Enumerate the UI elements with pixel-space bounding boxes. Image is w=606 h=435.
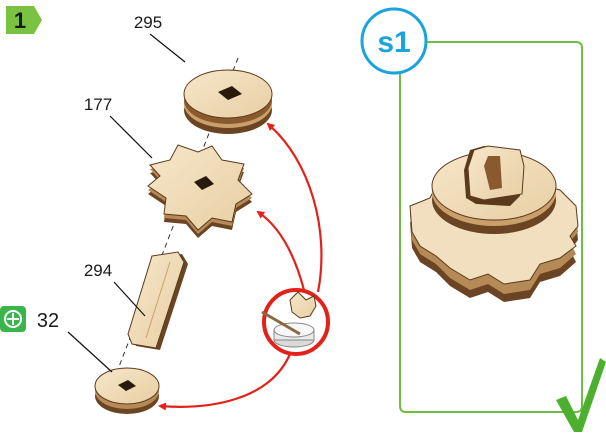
part-32 <box>94 367 160 414</box>
s1-badge: s1 <box>360 7 428 75</box>
leader-32 <box>67 331 113 373</box>
part-label-32: 32 <box>37 310 59 332</box>
part-label-294: 294 <box>84 261 112 280</box>
result-label: s1 <box>377 26 410 59</box>
assembled-part <box>409 145 579 302</box>
leader-294 <box>113 281 146 317</box>
plus-circle-icon <box>0 306 26 332</box>
part-294 <box>127 251 188 350</box>
glue-arrow-177 <box>256 210 306 291</box>
leader-295 <box>149 33 186 63</box>
check-mark-icon <box>556 358 606 432</box>
glue-arrow-295 <box>266 122 323 293</box>
part-label-177: 177 <box>84 95 112 114</box>
glue-arrow-32 <box>158 353 292 411</box>
result-frame <box>399 41 583 413</box>
step-number: 1 <box>14 8 26 33</box>
part-295 <box>183 69 273 134</box>
part-label-295: 295 <box>134 13 162 32</box>
step-badge: 1 <box>6 6 42 34</box>
part-177 <box>147 144 253 238</box>
glue-pot-icon <box>261 288 330 356</box>
leader-177 <box>109 115 153 159</box>
